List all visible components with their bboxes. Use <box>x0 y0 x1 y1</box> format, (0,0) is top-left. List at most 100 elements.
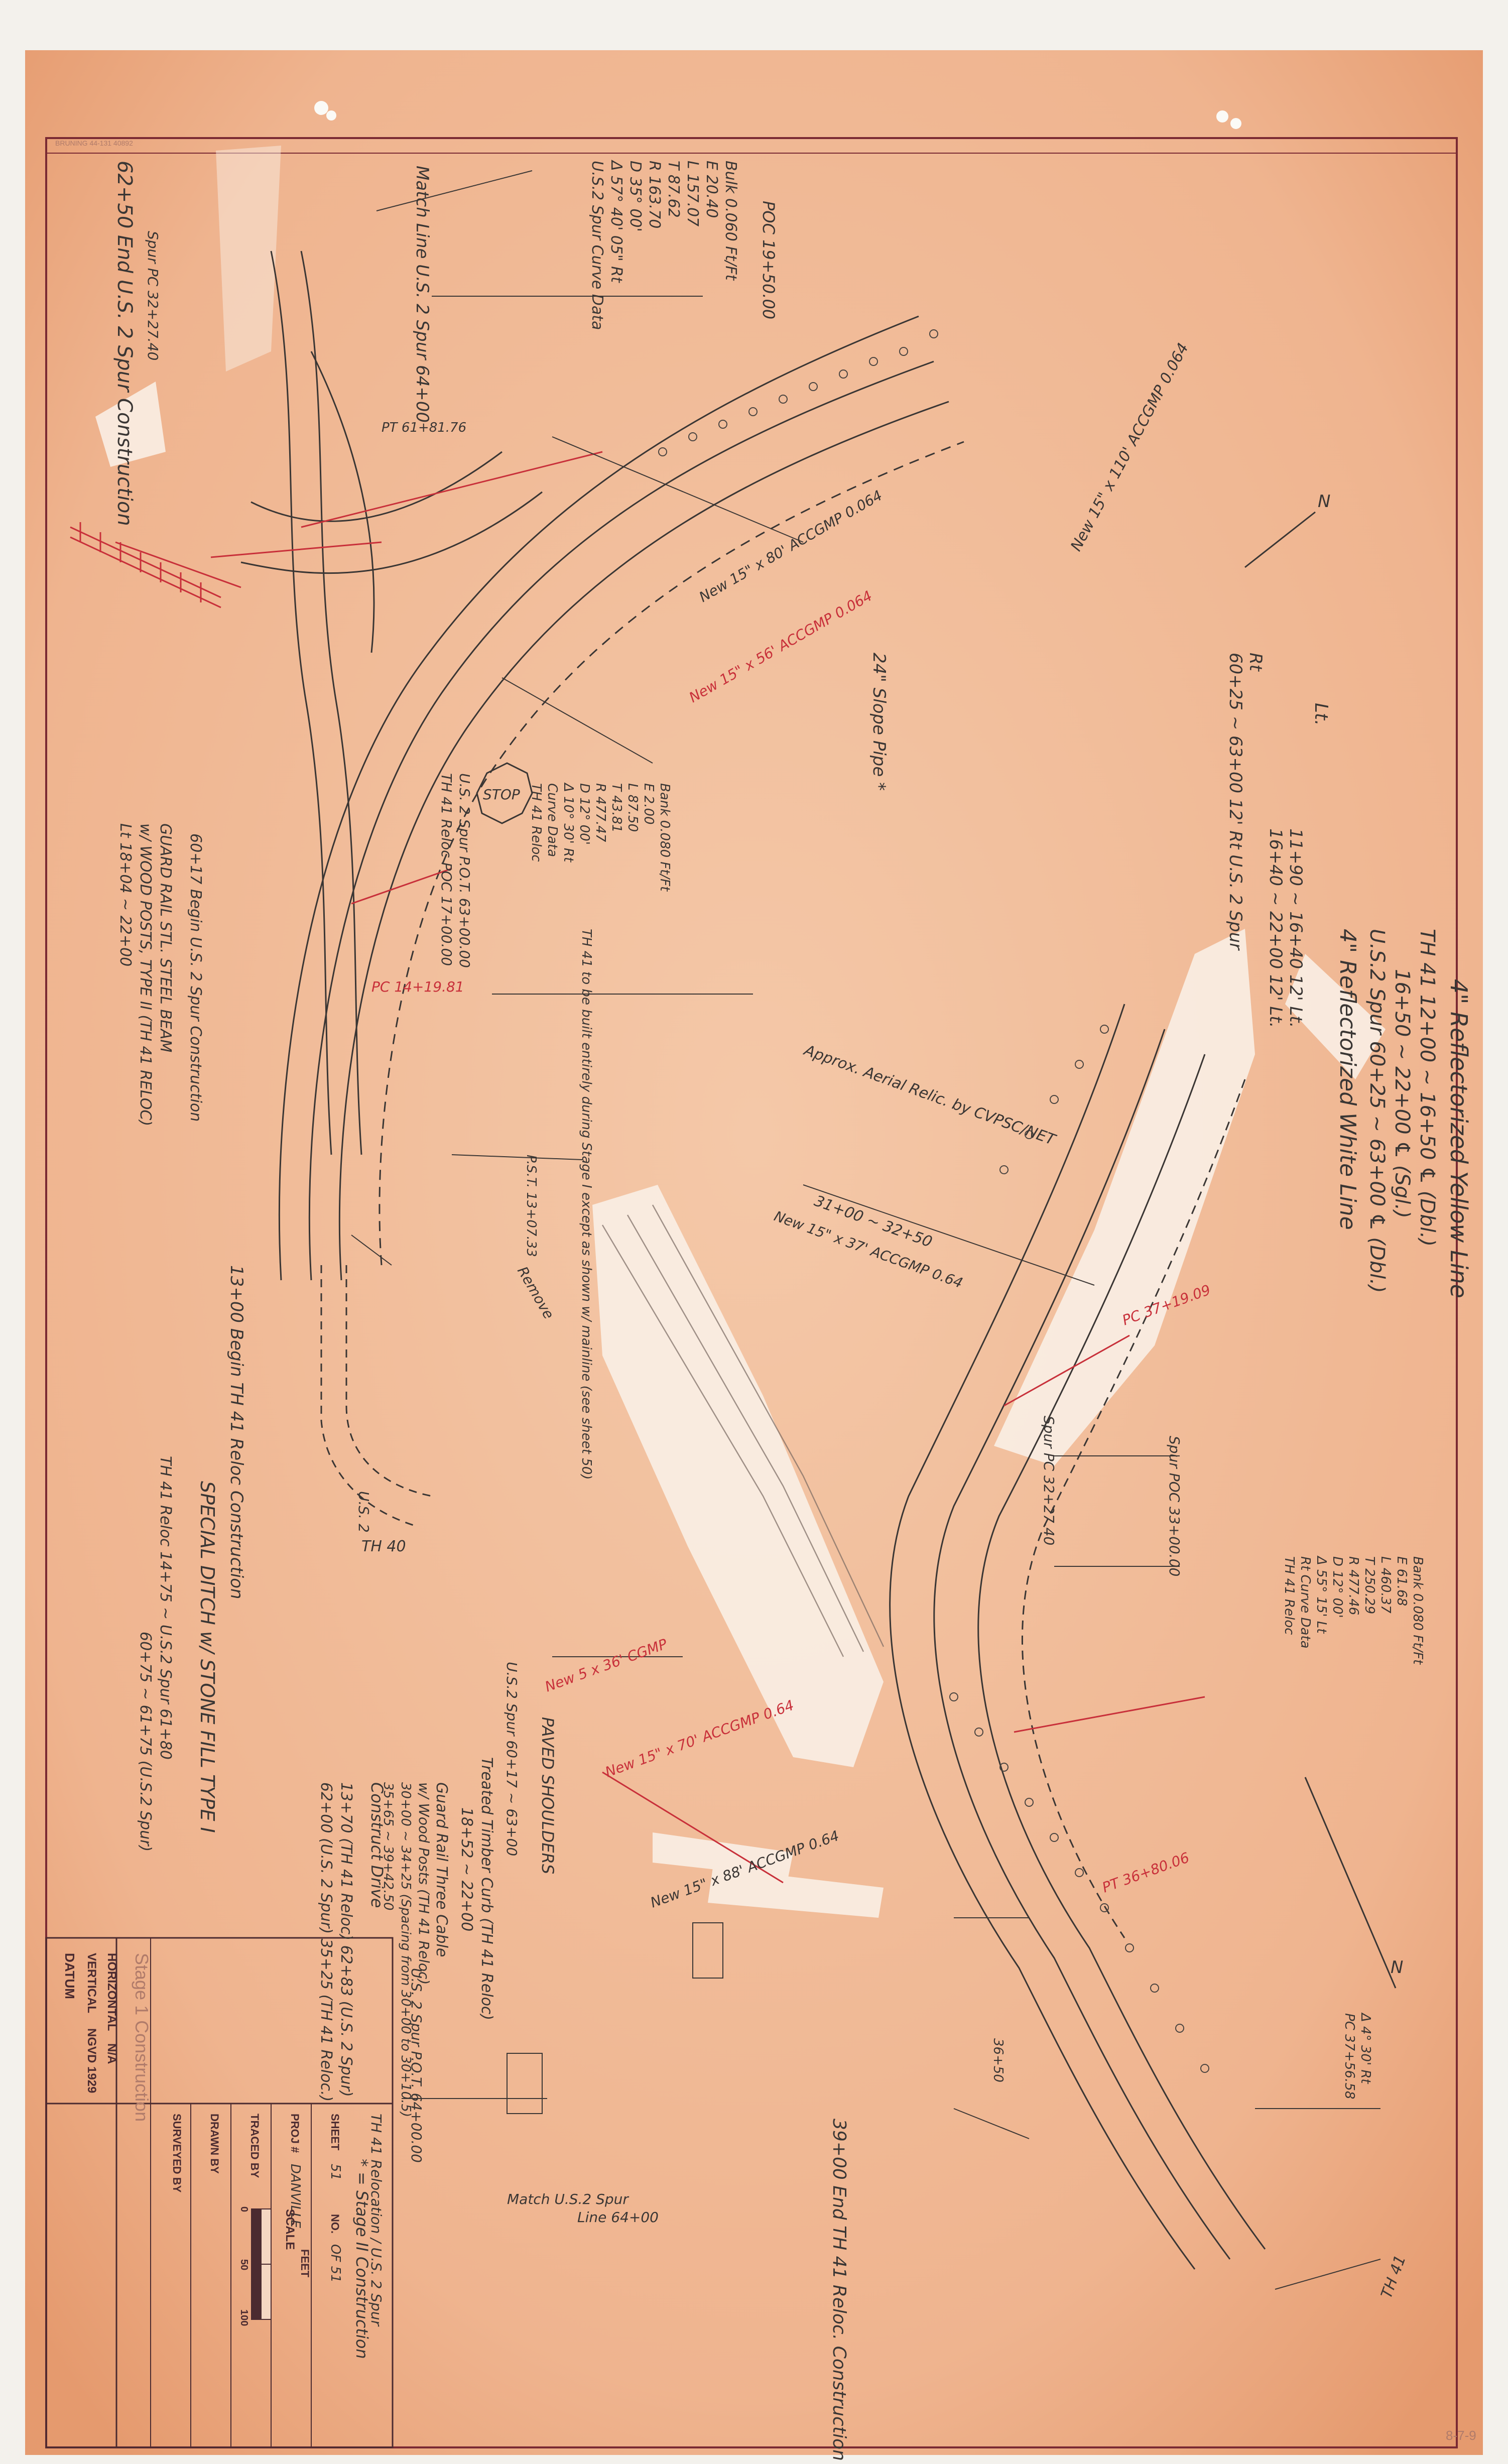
th41-curve-b: T 250.29 <box>1362 1556 1377 1614</box>
paper <box>25 50 1483 2455</box>
spur-curve-title: U.S.2 Spur Curve Data <box>588 161 606 330</box>
scale-label: SCALE <box>283 2209 297 2250</box>
sta-3650-label: 36+50 <box>990 2038 1006 2082</box>
match-line-box-bottom <box>507 2053 543 2114</box>
th41-curve-b: Bank 0.080 Ft/Ft <box>1410 1556 1425 1665</box>
road-th41-alignment <box>278 315 964 1281</box>
end-th41-note: 39+00 End TH 41 Reloc. Construction <box>829 2119 849 2461</box>
poc-label: POC 19+50.00 <box>759 201 778 319</box>
scale-tick-label: 50 <box>238 2259 249 2270</box>
drawn-by-label: DRAWN BY <box>208 2114 221 2174</box>
yellow-line-spur: U.S.2 Spur 60+25 ~ 63+00 ℄ (Dbl.) <box>1365 929 1389 1293</box>
yellow-line-th41: TH 41 12+00 ~ 16+50 ℄ (Dbl.) <box>1416 929 1439 1247</box>
paved-shoulders-note-b: U.S.2 Spur 60+17 ~ 63+00 <box>504 1662 520 1856</box>
th41-curve-a: D 12° 00' <box>577 783 592 845</box>
pc-small-label: PC 37+56.58 <box>1342 2013 1357 2099</box>
guard-rail2-note-c: 30+00 ~ 34+25 (Spacing from 30+00 to 30+… <box>398 1782 413 2117</box>
north-arrow-label: N <box>1318 491 1330 512</box>
no-label: NO. <box>329 2214 341 2234</box>
th41-curve-b: Rt Curve Data <box>1298 1556 1313 1649</box>
sheet-border <box>45 137 1458 2448</box>
horizontal-label: HORIZONTAL <box>105 1953 118 2031</box>
spur-curve-line: Δ 57° 40' 05" Rt <box>607 160 625 283</box>
construct-drive-note-b: 13+70 (TH 41 Reloc) 62+83 (U.S. 2 Spur) <box>337 1782 355 2097</box>
guard-rail-note-b: w/ WOOD POSTS, TYPE II (TH 41 RELOC) <box>137 823 154 1126</box>
scale-tick-label: 0 <box>238 2206 249 2212</box>
construct-drive-note-c: 62+00 (U.S. 2 Spur) 35+25 (TH 41 Reloc.) <box>317 1782 335 2102</box>
th41-curve-a: L 87.50 <box>625 783 640 832</box>
yellow-line-th41b: 16+50 ~ 22+00 ℄ (Sgl.) <box>1391 969 1414 1218</box>
punch-hole <box>326 110 336 120</box>
svg-text:STOP: STOP <box>483 786 520 803</box>
white-line-a: 11+90 ~ 16+40 12' Lt. <box>1286 828 1306 1028</box>
th41-curve-b: Δ 55° 15' Lt <box>1314 1555 1329 1634</box>
guard-rail-note-c: Lt 18+04 ~ 22+00 <box>116 823 134 966</box>
th41-curve-a: TH 41 Reloc <box>529 783 544 862</box>
spur-curve-line: R 163.70 <box>646 161 663 228</box>
pc-label: PC 14+19.81 <box>371 978 464 995</box>
end-spur-note: 62+50 End U.S. 2 Spur Construction <box>113 161 136 526</box>
white-line-lt: Lt. <box>1311 703 1331 726</box>
th41-curve-b: D 12° 00' <box>1330 1556 1345 1618</box>
guard-rail2-note-b: w/ Wood Posts (TH 41 Reloc) <box>416 1782 432 1985</box>
spur-curve-line: D 35° 00' <box>626 161 644 232</box>
match-line-bottom: Match U.S.2 Spur <box>507 2191 629 2207</box>
title-block <box>45 1937 394 2448</box>
th41-curve-b: L 460.37 <box>1378 1556 1393 1614</box>
yellow-line-title: 4" Reflectorized Yellow Line <box>1445 979 1472 1298</box>
stage-note: Stage 1 Construction <box>132 1953 152 2122</box>
treated-timber-note: Treated Timber Curb (TH 41 Reloc) <box>478 1757 495 2020</box>
traced-by-label: TRACED BY <box>248 2114 261 2178</box>
survey-points <box>658 329 1209 2073</box>
slope-pipe-note: 24" Slope Pipe * <box>869 653 889 791</box>
spur-pc-label: Spur PC 32+27.40 <box>1041 1416 1057 1545</box>
white-line-b: 16+40 ~ 22+00 12' Lt. <box>1266 828 1286 1028</box>
special-ditch-note-c: 60+75 ~ 61+75 (U.S.2 Spur) <box>137 1632 154 1852</box>
th41-curve-b: R 477.46 <box>1346 1556 1361 1615</box>
road-th41-lower <box>889 1004 1266 2270</box>
white-line-rt: Rt <box>1245 653 1266 672</box>
leader-lines <box>351 170 1381 2290</box>
special-ditch-note: SPECIAL DITCH w/ STONE FILL TYPE I <box>196 1481 218 1833</box>
horizontal-value: N/A <box>105 2043 118 2064</box>
proj-value: DANVILLE <box>288 2164 303 2229</box>
surveyed-by-label: SURVEYED BY <box>171 2114 183 2193</box>
spur-pot-label: U.S. 2 Spur P.O.T. 64+00.00 <box>408 1968 425 2163</box>
scale-tick-label: 100 <box>238 2309 249 2326</box>
paved-shoulders-note: PAVED SHOULDERS <box>538 1717 557 1874</box>
punch-hole <box>1230 118 1241 129</box>
construct-drive-note: Construct Drive <box>367 1782 387 1908</box>
match-line-top: Match Line U.S. 2 Spur 64+00 <box>412 166 432 423</box>
spur-curve-line: T 87.62 <box>665 161 682 218</box>
road-old-th41 <box>601 1204 885 1657</box>
guard-rail2-note: Guard Rail Three Cable <box>433 1782 450 1957</box>
curve-small-label: Δ 4° 30' Rt <box>1358 2012 1373 2084</box>
vertical-value: NGVD 1929 <box>85 2028 98 2093</box>
pt-label: PT 61+81.76 <box>382 420 466 435</box>
special-ditch-note-b: TH 41 Reloc 14+75 ~ U.S.2 Spur 61+80 <box>157 1456 174 1760</box>
white-line-title: 4" Reflectorized White Line <box>1335 929 1360 1230</box>
th41-curve-a: Δ 10° 30' Rt <box>561 782 576 863</box>
spur-pc-note: Spur PC 32+27.40 <box>145 231 161 360</box>
north-arrow-icon <box>1244 511 1397 1989</box>
treated-timber-note-b: 18+52 ~ 22+00 <box>458 1807 475 1931</box>
guard-rail-note: GUARD RAIL STL. STEEL BEAM <box>157 823 174 1052</box>
north-arrow-label: N <box>1391 1957 1403 1978</box>
spur-curve-line: Bulk 0.060 Ft/Ft <box>722 161 739 281</box>
punch-hole <box>314 101 328 115</box>
spur-curve-line: L 157.07 <box>684 161 701 226</box>
no-value: OF 51 <box>328 2244 343 2283</box>
match-line-bottom-sta: Line 64+00 <box>577 2209 659 2226</box>
th41-curve-a: R 477.47 <box>593 783 608 842</box>
spur-curve-line: E 20.40 <box>703 161 720 218</box>
poc-label-3: U.S. 2 Spur P.O.T. 63+00.00 <box>456 773 473 968</box>
spur-poc-label: Spur POC 33+00.00 <box>1166 1436 1183 1576</box>
begin-spur-note: 60+17 Begin U.S. 2 Spur Construction <box>187 833 204 1122</box>
th41-curve-a: E 2.00 <box>641 783 656 825</box>
detail-box <box>692 1922 723 1979</box>
scale-unit: FEET <box>299 2249 311 2278</box>
th41-stage-note: TH 41 to be built entirely during Stage … <box>579 929 594 1480</box>
datum-label: DATUM <box>62 1953 77 1999</box>
th41-curve-a: T 43.81 <box>609 783 624 833</box>
